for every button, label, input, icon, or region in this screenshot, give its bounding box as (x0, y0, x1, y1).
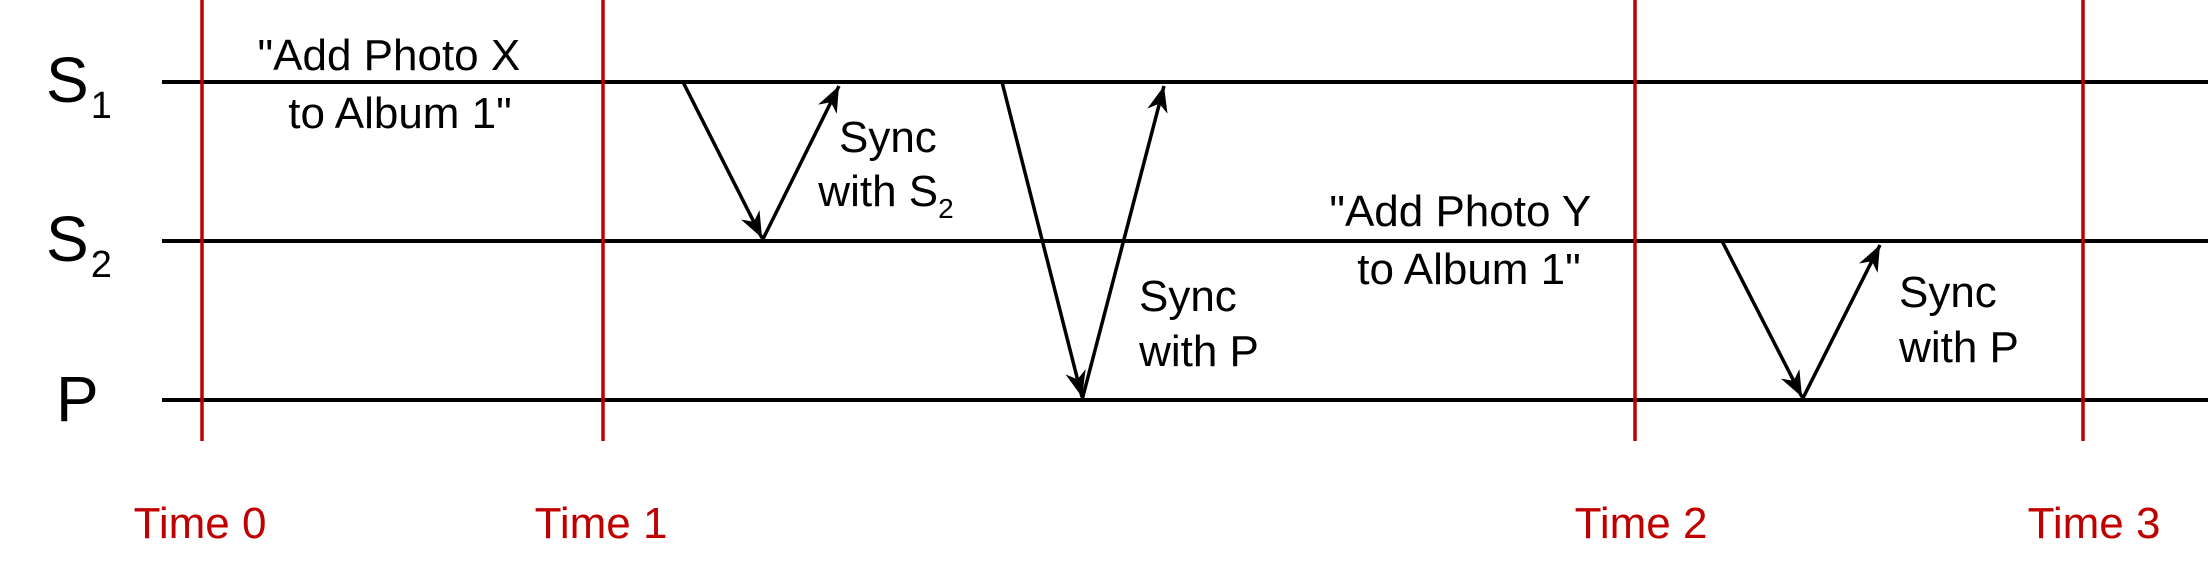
sync3-request-arrow (1720, 240, 1804, 398)
sync1-reply-arrow (760, 85, 841, 242)
sync3-label: Sync with P (1898, 268, 2019, 372)
sync3-reply-arrow (1800, 244, 1882, 401)
time-label-3: Time 3 (2028, 499, 2161, 548)
event-add-photo-y: "Add Photo Y to Album 1" (1329, 187, 1602, 294)
sync2-request-arrow (1000, 81, 1086, 398)
time-label-1: Time 1 (535, 499, 668, 548)
lane-label-s1: S1 (46, 44, 112, 127)
sync2-label: Sync with P (1138, 272, 1259, 376)
time-label-2: Time 2 (1575, 499, 1708, 548)
lane-label-s2: S2 (46, 203, 112, 286)
time-label-0: Time 0 (134, 499, 267, 548)
event-add-photo-x: "Add Photo X to Album 1" (258, 31, 533, 138)
sync2-reply-arrow (1080, 85, 1168, 401)
sync1-request-arrow (681, 81, 764, 239)
lane-label-p: P (56, 363, 99, 435)
sync1-label: Sync with S2 (817, 113, 953, 224)
